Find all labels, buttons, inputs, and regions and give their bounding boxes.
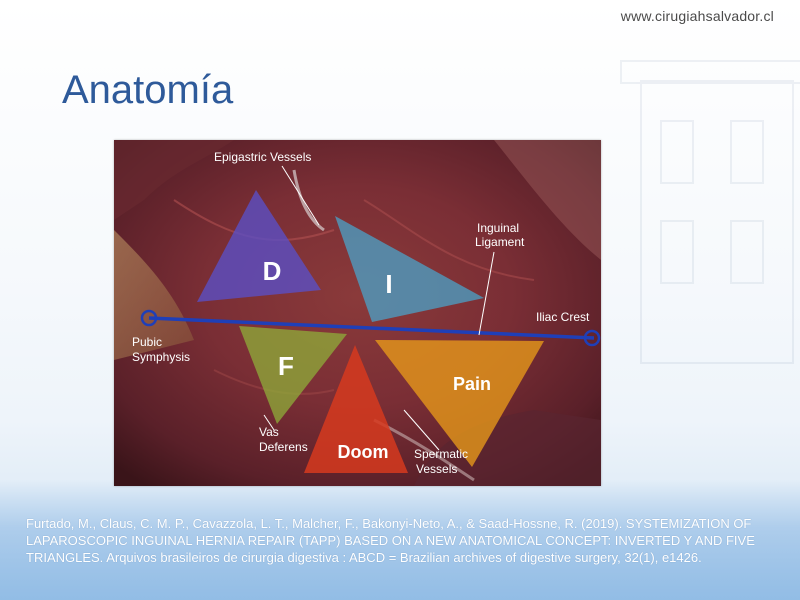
label-pubic-1: Pubic bbox=[132, 335, 162, 349]
label-vas-2: Deferens bbox=[259, 440, 308, 454]
triangle-doom-label: Doom bbox=[338, 442, 389, 462]
label-pubic-2: Symphysis bbox=[132, 350, 190, 364]
background-building bbox=[620, 20, 800, 380]
citation-text: Furtado, M., Claus, C. M. P., Cavazzola,… bbox=[26, 516, 755, 565]
bottom-band bbox=[0, 480, 800, 600]
label-spermatic-1: Spermatic bbox=[414, 447, 468, 461]
label-iliac: Iliac Crest bbox=[536, 310, 590, 324]
triangle-i bbox=[335, 216, 484, 322]
site-url[interactable]: www.cirugiahsalvador.cl bbox=[620, 8, 774, 24]
triangle-d-label: D bbox=[263, 256, 282, 286]
triangle-f bbox=[239, 326, 347, 424]
label-inguinal-2: Ligament bbox=[475, 235, 525, 249]
slide-title: Anatomía bbox=[62, 68, 234, 112]
label-epigastric: Epigastric Vessels bbox=[214, 150, 311, 164]
triangle-pain-label: Pain bbox=[453, 374, 491, 394]
triangle-pain bbox=[375, 340, 544, 467]
triangle-doom bbox=[304, 345, 408, 473]
pubic-marker bbox=[140, 309, 158, 327]
label-spermatic-2: Vessels bbox=[416, 462, 457, 476]
label-vas-1: Vas bbox=[259, 425, 279, 439]
laparoscopic-figure: D I F Pain Doom Epigastric Vessels Ingui… bbox=[114, 140, 601, 486]
pubic-iliac-line bbox=[148, 316, 595, 340]
triangle-i-label: I bbox=[385, 269, 392, 299]
label-inguinal-1: Inguinal bbox=[477, 221, 519, 235]
triangle-d bbox=[197, 190, 321, 302]
iliac-marker bbox=[583, 329, 601, 347]
triangle-f-label: F bbox=[278, 351, 294, 381]
